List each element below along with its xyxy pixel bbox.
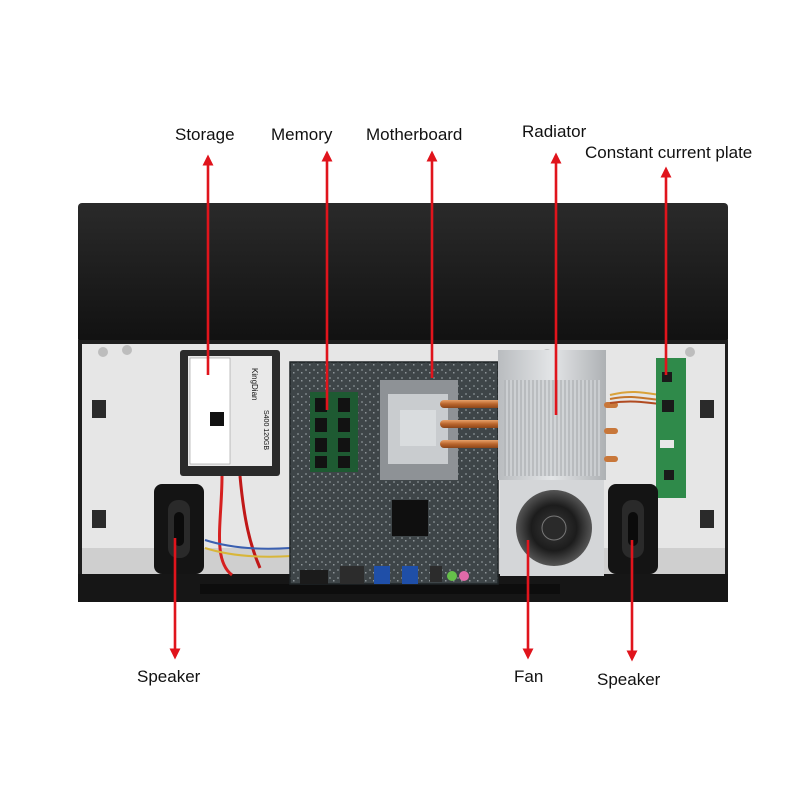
copper-pipes-right: [604, 402, 618, 462]
speaker-right-unit: [608, 484, 658, 574]
vent-strip: [200, 584, 560, 594]
heatpipe-3: [440, 440, 506, 448]
device: KingDian S400 120GB: [78, 203, 728, 602]
ssd-drive: KingDian S400 120GB: [180, 350, 280, 476]
label-speaker-left: Speaker: [137, 667, 201, 686]
sata-cables: [204, 475, 293, 577]
label-radiator: Radiator: [522, 122, 587, 141]
label-speaker-right: Speaker: [597, 670, 661, 689]
io-ports: [300, 566, 469, 584]
label-fan: Fan: [514, 667, 544, 686]
heatpipe-1: [440, 400, 506, 408]
chipset: [392, 500, 428, 536]
label-memory: Memory: [271, 125, 333, 144]
label-storage: Storage: [175, 125, 235, 144]
label-motherboard: Motherboard: [366, 125, 463, 144]
ssd-model-text: S400 120GB: [262, 410, 269, 450]
speaker-left-unit: [154, 484, 204, 574]
motherboard-board: [289, 361, 506, 585]
callout-arrows: [169, 150, 672, 662]
heatpipe-2: [440, 420, 506, 428]
ssd-brand-text: KingDian: [250, 368, 259, 400]
heatsink: [498, 350, 606, 576]
label-constant-current-plate: Constant current plate: [585, 143, 753, 162]
led-driver-board: [656, 358, 686, 498]
chassis-top: [78, 203, 728, 343]
